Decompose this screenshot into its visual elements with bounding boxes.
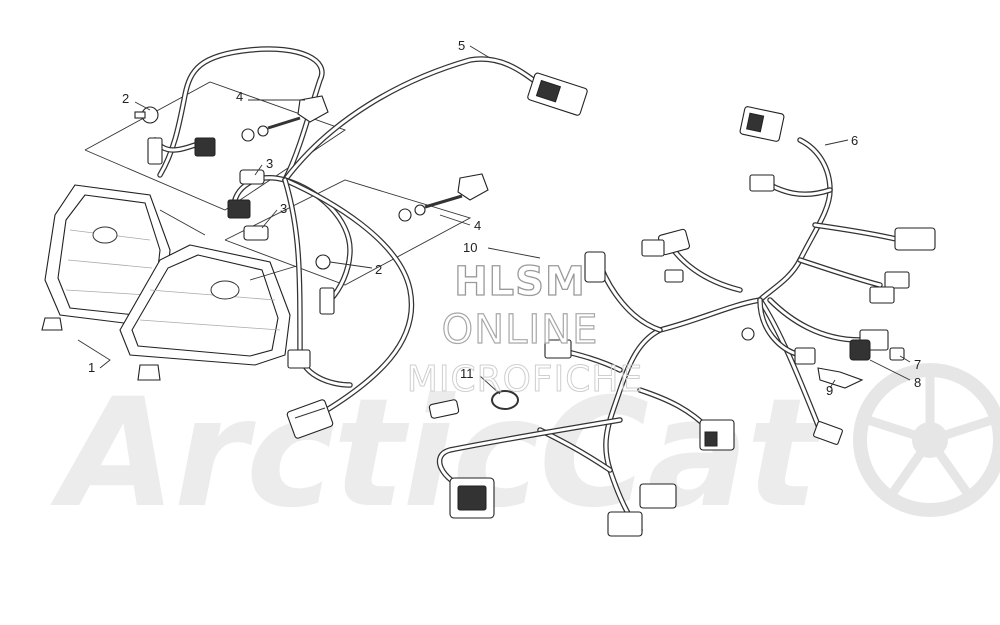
brand-watermark-text: ArcticCat	[50, 367, 823, 541]
adjuster-screw-top	[241, 95, 329, 142]
callout-2-bottom: 2	[375, 262, 382, 277]
callouts: 1 2 2 3 3 4 4 5 6 7 8 9 10 11	[77, 38, 921, 398]
callout-3-bottom: 3	[280, 201, 287, 216]
callout-5: 5	[458, 38, 465, 53]
wheel-logo-icon	[853, 363, 1000, 517]
callout-2-top: 2	[122, 91, 129, 106]
headlight-left	[41, 184, 171, 331]
main-harness-connectors	[428, 106, 936, 537]
harness-connectors-left	[147, 72, 588, 439]
callout-10: 10	[463, 240, 477, 255]
hlsm-watermark: HLSM ONLINE MICROFICHE	[406, 258, 643, 400]
headlight-harness	[152, 46, 543, 423]
callout-11: 11	[460, 366, 474, 381]
bulb-sockets	[134, 95, 489, 270]
callout-7: 7	[914, 357, 921, 372]
callout-8: 8	[914, 375, 921, 390]
watermark-line-3: MICROFICHE	[407, 359, 643, 400]
assembly-guide-lines	[84, 81, 472, 286]
callout-6: 6	[851, 133, 858, 148]
watermark-line-1: HLSM	[454, 259, 586, 305]
watermark-line-2: ONLINE	[442, 307, 599, 353]
callout-4-bottom: 4	[474, 218, 481, 233]
adjuster-screw-bottom	[398, 173, 489, 222]
callout-3-top: 3	[266, 156, 273, 171]
callout-1: 1	[88, 360, 95, 375]
callout-9: 9	[826, 383, 833, 398]
headlight-right	[119, 244, 291, 381]
callout-4-top: 4	[236, 89, 243, 104]
brand-watermark: ArcticCat	[50, 363, 1000, 541]
